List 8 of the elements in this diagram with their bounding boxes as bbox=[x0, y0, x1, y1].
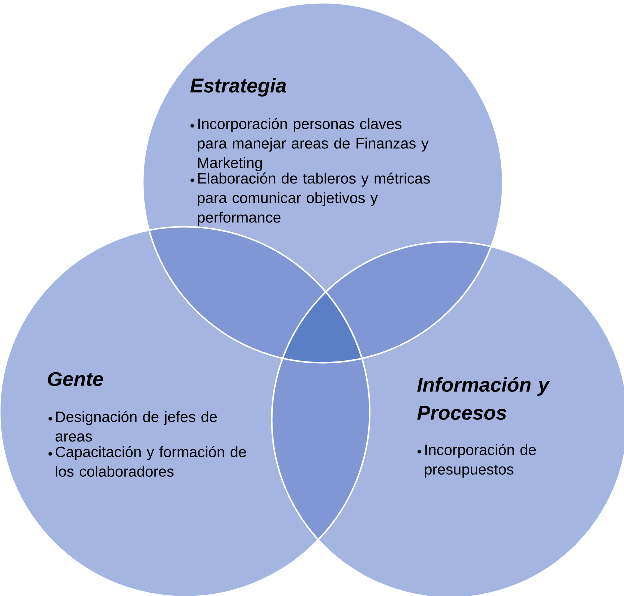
circle-heading: Estrategia bbox=[190, 78, 286, 97]
bullet-item: Elaboración de tableros y métricas para comunicar objetivos y performance bbox=[190, 172, 430, 226]
bullet-item: Incorporación personas claves para manejar areas de Finanzas y Marketing bbox=[190, 118, 429, 172]
bullet-item: Designación de jefes de areas bbox=[48, 411, 218, 442]
circle-heading: Gente bbox=[48, 372, 104, 386]
bullet-item: Capacitación y formación de los colaboradores bbox=[48, 446, 246, 477]
bullet-item: Incorporación de presupuestos bbox=[418, 444, 536, 478]
circle-heading: Información y Procesos bbox=[418, 377, 550, 420]
